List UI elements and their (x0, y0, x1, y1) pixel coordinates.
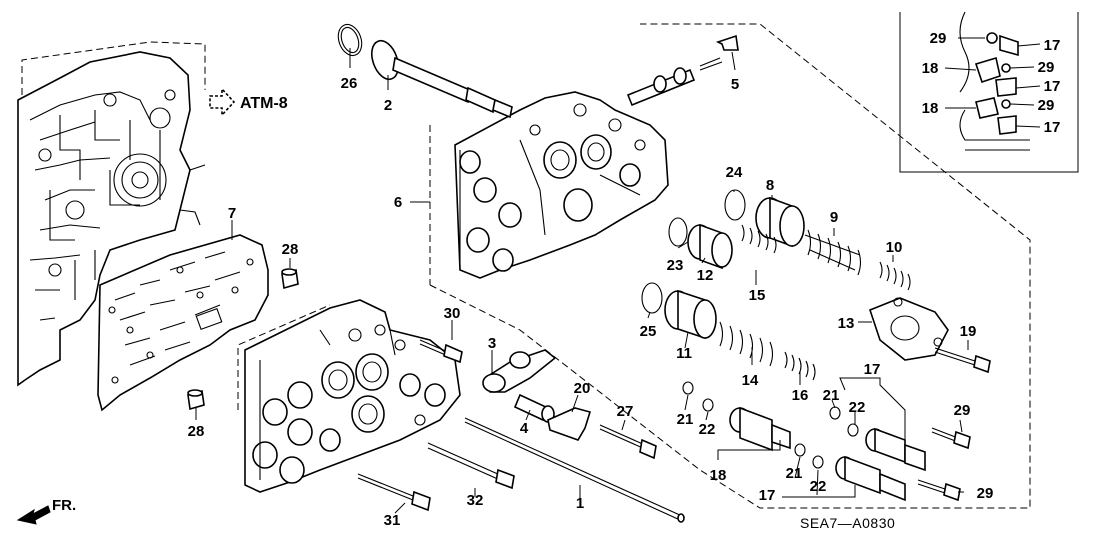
callout-22c: 22 (810, 478, 827, 495)
callout-11: 11 (676, 345, 692, 362)
solenoid-17b (835, 455, 906, 502)
callout-18b: 18 (922, 60, 939, 77)
oring-26 (337, 23, 363, 57)
callout-28a: 28 (282, 241, 299, 258)
spring-10 (879, 261, 911, 291)
spring-9 (804, 229, 862, 276)
callout-23: 23 (667, 257, 684, 274)
drawing-code: SEA7—A0830 (800, 515, 895, 531)
callout-20: 20 (574, 380, 591, 397)
solenoid-17a (865, 427, 926, 472)
callout-17b: 17 (759, 487, 776, 504)
bolt-27 (599, 424, 657, 460)
callout-27: 27 (617, 403, 634, 420)
dowel-pin-28b (187, 389, 205, 411)
callout-1: 1 (576, 495, 584, 512)
front-arrow-icon (16, 505, 51, 525)
spring-15 (741, 224, 777, 254)
callout-31: 31 (384, 512, 401, 529)
callout-8: 8 (766, 177, 774, 194)
atm8-reference: ATM-8 (209, 86, 288, 118)
callout-17d: 17 (1044, 78, 1061, 95)
callout-24: 24 (726, 164, 743, 181)
callout-29d: 29 (1038, 59, 1055, 76)
callout-13: 13 (838, 315, 855, 332)
spring-16 (784, 351, 816, 381)
callout-7: 7 (228, 205, 236, 222)
inset-box (899, 11, 1079, 173)
callout-21c: 21 (786, 465, 803, 482)
bolt-29-lower-b (917, 479, 961, 502)
callout-10: 10 (886, 239, 903, 256)
callout-30: 30 (444, 305, 461, 322)
spring-4 (513, 393, 555, 423)
callout-21a: 21 (823, 387, 840, 404)
regulator-valve-2 (371, 39, 513, 119)
callout-12: 12 (697, 267, 714, 284)
callout-14: 14 (742, 372, 759, 389)
callout-19: 19 (960, 323, 977, 340)
callout-21b: 21 (677, 411, 694, 428)
callout-17a: 17 (864, 361, 881, 378)
fr-label: FR. (52, 497, 76, 514)
bolt-30 (419, 339, 463, 364)
callout-4: 4 (520, 420, 529, 437)
callout-22a: 22 (849, 399, 866, 416)
transmission-case-plate (17, 41, 206, 387)
atm8-label: ATM-8 (240, 95, 288, 112)
callout-6: 6 (394, 194, 402, 211)
oring-23 (668, 217, 688, 247)
bolt-32 (427, 442, 515, 490)
dowel-pin-28a (281, 268, 299, 290)
oring-25 (641, 282, 663, 314)
bracket-20 (547, 407, 592, 441)
callout-25: 25 (640, 323, 657, 340)
callout-18c: 18 (922, 100, 939, 117)
callout-29a: 29 (954, 402, 971, 419)
callout-29b: 29 (977, 485, 994, 502)
callout-26: 26 (341, 75, 358, 92)
spring-14 (719, 321, 774, 367)
upper-assembly-frame (429, 23, 1031, 509)
callout-18a: 18 (710, 467, 727, 484)
cover-13 (869, 297, 949, 361)
solenoid-18 (729, 406, 791, 452)
piston-11 (664, 289, 717, 340)
bolt-29-lower-a (931, 427, 971, 450)
rod-1 (464, 417, 685, 523)
callout-29c: 29 (930, 30, 947, 47)
piston-12 (687, 223, 733, 270)
bolt-31 (357, 473, 431, 512)
callouts: 26 2 5 7 28 28 6 24 8 9 10 23 12 15 13 1… (188, 30, 1061, 529)
lower-valve-body (237, 299, 461, 493)
callout-5: 5 (731, 76, 739, 93)
callout-9: 9 (830, 209, 838, 226)
oring-24 (724, 189, 746, 221)
valve-5 (626, 34, 739, 107)
piston-8 (755, 196, 805, 248)
separator-plate (97, 234, 269, 412)
upper-valve-body (454, 91, 669, 279)
bolt-19 (934, 347, 991, 374)
leader-lines (195, 37, 1041, 514)
callout-2: 2 (384, 97, 392, 114)
callout-32: 32 (467, 492, 484, 509)
callout-17e: 17 (1044, 119, 1061, 136)
callout-29e: 29 (1038, 97, 1055, 114)
accumulator-cover (482, 349, 557, 393)
front-direction: FR. (16, 497, 76, 525)
ref-arrow-icon (209, 86, 236, 118)
callout-3: 3 (488, 335, 496, 352)
callout-17c: 17 (1044, 37, 1061, 54)
callout-28b: 28 (188, 423, 205, 440)
callout-16: 16 (792, 387, 809, 404)
callout-22b: 22 (699, 421, 716, 438)
callout-15: 15 (749, 287, 766, 304)
